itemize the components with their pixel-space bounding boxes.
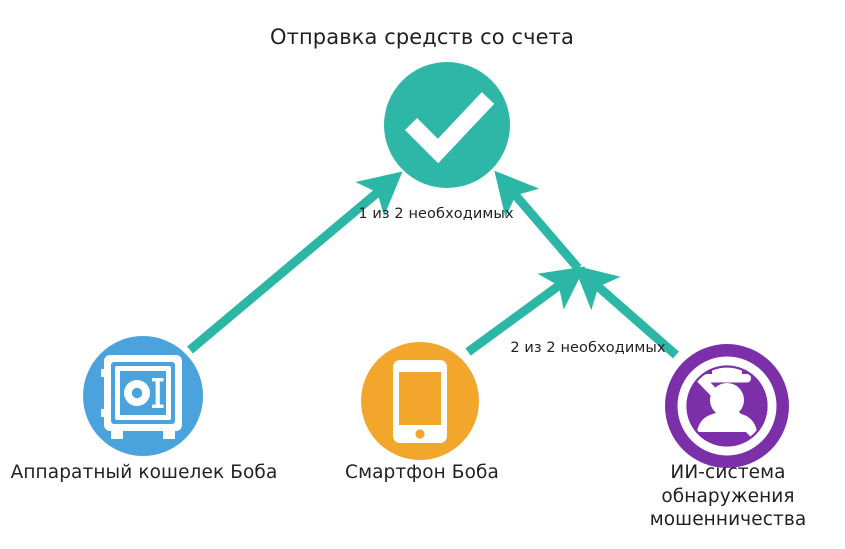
no-fraud-icon (660, 340, 794, 474)
node-approved[interactable] (384, 62, 510, 188)
node-ai-fraud-detection[interactable] (660, 340, 794, 474)
node-label-hardware-wallet: Аппаратный кошелек Боба (10, 462, 278, 483)
arrow-junction-to-approved (494, 170, 582, 271)
edge-label-phone-to-junction: 2 из 2 необходимых (510, 340, 666, 356)
node-hardware-wallet[interactable] (60, 320, 230, 475)
check-circle-icon (384, 62, 510, 188)
page-title: Отправка средств со счета (270, 25, 574, 49)
smartphone-icon (360, 340, 484, 464)
node-smartphone[interactable] (360, 340, 484, 464)
node-label-smartphone: Смартфон Боба (345, 462, 499, 483)
arrow-phone-to-junction (465, 266, 586, 356)
check-mark-icon (404, 92, 495, 164)
safe-vault-icon (60, 320, 230, 475)
node-label-ai-fraud-detection: ИИ-система обнаружения мошенничества (649, 462, 807, 531)
edge-label-wallet-to-approved: 1 из 2 необходимых (358, 206, 514, 222)
